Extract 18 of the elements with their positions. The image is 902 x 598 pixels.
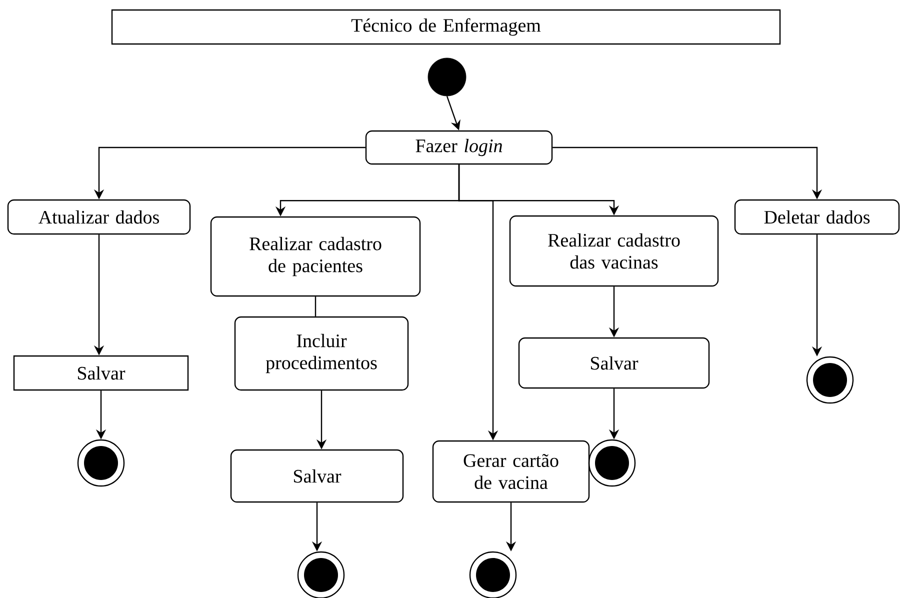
activity-box: Deletar dados xyxy=(734,199,900,235)
activity-box: Gerar cartão de vacina xyxy=(432,440,590,503)
activity-box: Incluir procedimentos xyxy=(234,316,409,391)
end-node xyxy=(806,356,854,404)
end-node xyxy=(469,551,517,598)
activity-box: Realizar cadastro das vacinas xyxy=(509,215,719,287)
activity-box: Realizar cadastro de pacientes xyxy=(210,216,421,297)
activity-box: Salvar xyxy=(230,449,404,503)
end-node xyxy=(77,439,125,487)
end-node xyxy=(297,551,345,598)
start-node xyxy=(428,58,466,96)
end-node xyxy=(588,439,636,487)
connector-line xyxy=(314,296,316,316)
activity-box: Atualizar dados xyxy=(7,199,191,235)
activity-box: Salvar xyxy=(518,337,710,389)
header-box: Técnico de Enfermagem xyxy=(111,9,781,45)
activity-box: Salvar xyxy=(13,355,189,391)
activity-box: Fazer login xyxy=(365,130,553,165)
